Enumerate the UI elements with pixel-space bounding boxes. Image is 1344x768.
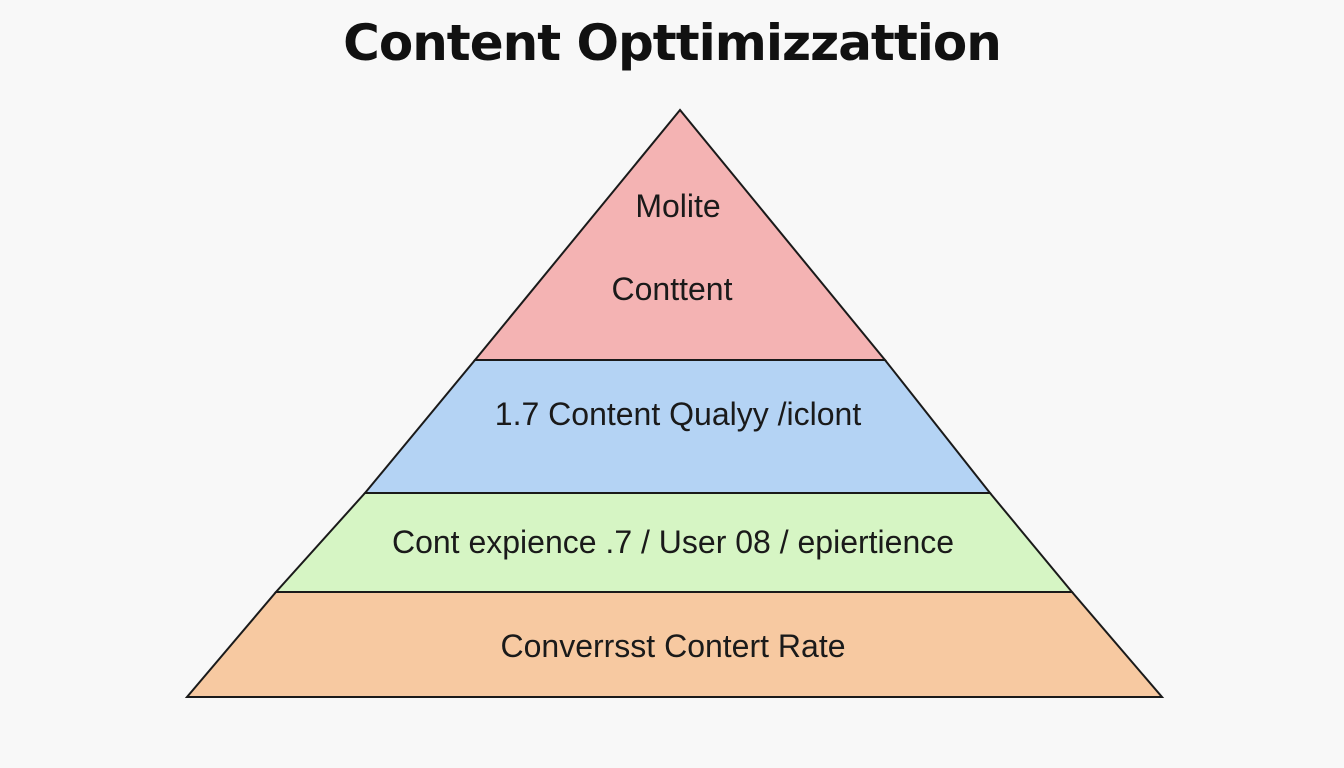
tier-3-label: Cont expience .7 / User 08 / epiertience [392,524,954,560]
diagram-title: Content Opttimizzattion [343,14,1002,72]
tier-bottom-label: Converrsst Contert Rate [500,628,845,664]
pyramid-tier-top [472,108,888,361]
tier-top-label-line1: Molite [635,188,720,224]
tier-top-label-line2: Conttent [612,271,733,307]
pyramid-tier-bottom [184,591,1165,698]
tier-2-label: 1.7 Content Qualyy /iclont [495,396,862,432]
